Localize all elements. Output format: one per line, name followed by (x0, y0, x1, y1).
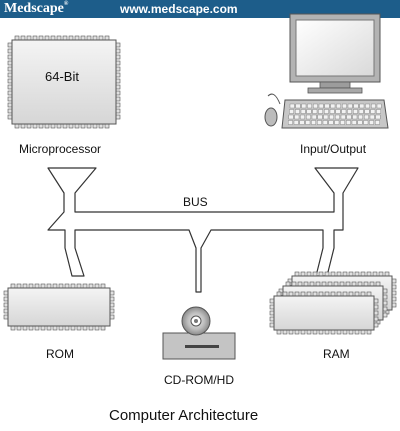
brand-name: Medscape (4, 1, 64, 16)
keyboard-icon (281, 99, 389, 129)
chip-64bit-label: 64-Bit (45, 69, 79, 84)
registered-mark: ® (63, 1, 69, 7)
rom-label: ROM (46, 347, 74, 361)
ram-chips-icon (269, 271, 397, 335)
medscape-logo[interactable]: Medscape® (4, 0, 68, 18)
site-url-link[interactable]: www.medscape.com (120, 2, 238, 16)
system-bus (47, 167, 359, 293)
input-output-label: Input/Output (300, 142, 367, 156)
rom-chip-icon (3, 283, 115, 331)
microprocessor-chip-icon (7, 35, 121, 129)
computer-monitor-icon (289, 13, 381, 94)
mouse-icon (264, 93, 281, 127)
ram-label: RAM (323, 347, 350, 361)
cdrom-hd-label: CD-ROM/HD (164, 373, 234, 387)
bus-label: BUS (183, 195, 208, 209)
diagram-caption: Computer Architecture (109, 407, 259, 424)
microprocessor-label: Microprocessor (19, 142, 102, 156)
cdrom-drive-icon (162, 306, 236, 360)
